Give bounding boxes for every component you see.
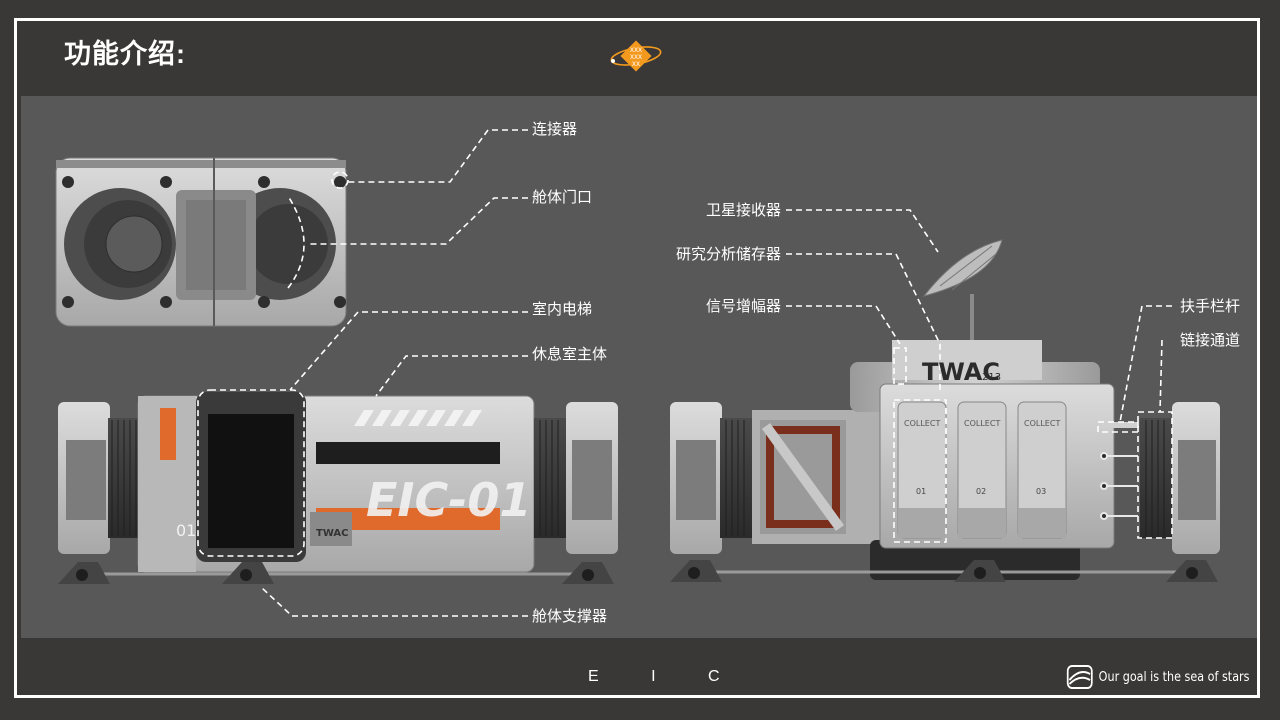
label-research-storage: 研究分析储存器 — [676, 246, 782, 263]
label-handrail: 扶手栏杆 — [1180, 298, 1241, 315]
label-signal-amplifier: 信号增幅器 — [706, 298, 782, 315]
svg-text:XXX: XXX — [630, 47, 642, 54]
label-cabin-support: 舱体支撑器 — [532, 608, 608, 625]
label-connector: 连接器 — [532, 121, 578, 138]
label-link-channel: 链接通道 — [1180, 332, 1241, 349]
page-title: 功能介绍: — [64, 39, 186, 69]
eic-logo-icon: XXX XXX XX — [610, 40, 662, 72]
footer-eic-text: E I C — [588, 668, 744, 685]
illustration-stage — [21, 96, 1257, 638]
slogan-logo-icon — [1066, 665, 1093, 689]
slogan-text: Our goal is the sea of stars — [1098, 669, 1250, 685]
label-lounge-main: 休息室主体 — [532, 346, 608, 363]
svg-text:XXX: XXX — [630, 54, 642, 61]
label-cabin-door: 舱体门口 — [532, 189, 593, 206]
label-elevator: 室内电梯 — [532, 301, 593, 318]
label-satellite-receiver: 卫星接收器 — [706, 202, 782, 219]
footer-slogan: Our goal is the sea of stars — [1066, 662, 1249, 692]
svg-text:XX: XX — [632, 61, 640, 68]
